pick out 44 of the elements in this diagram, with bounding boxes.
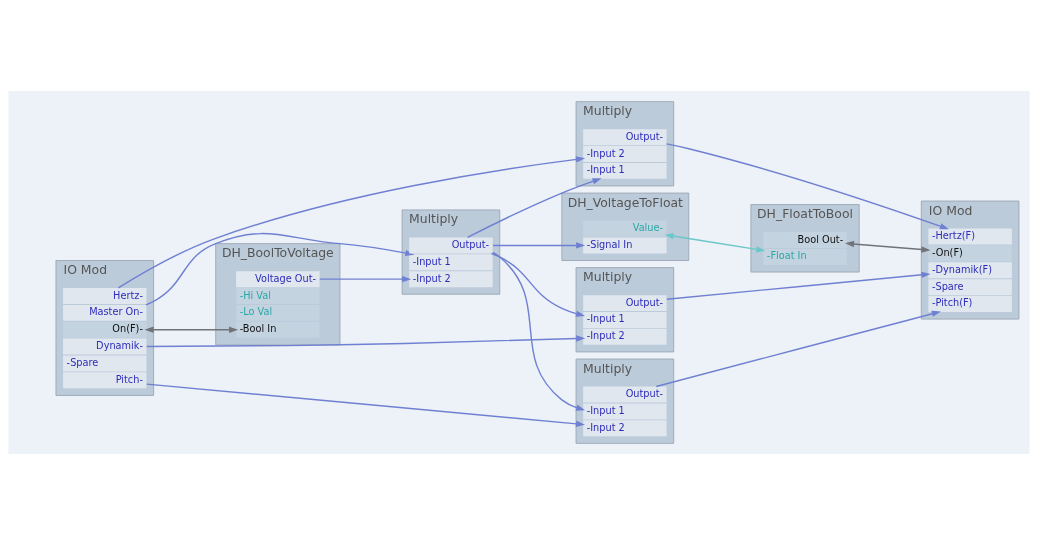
node-box: Output- <box>583 295 667 312</box>
node-box: -Spare <box>928 279 1012 296</box>
node-box: Output- <box>409 237 493 254</box>
node-box: Output- <box>583 129 667 146</box>
node-box: Master On- <box>63 304 147 321</box>
node-box: Value- <box>583 220 667 237</box>
arrow <box>655 310 941 388</box>
node-box: -Input 2 <box>583 328 667 345</box>
node-box: -Input 2 <box>583 146 667 162</box>
arrow <box>490 252 586 317</box>
arrow <box>466 178 602 238</box>
arrow <box>144 326 239 333</box>
node-box: Dynamik- <box>63 338 147 355</box>
node-box: -Input 1 <box>409 254 493 271</box>
node-box: Pitch- <box>63 372 147 389</box>
node-box: -On(F) <box>928 245 1012 262</box>
arrow <box>319 275 412 283</box>
arrow <box>146 383 585 427</box>
arrow <box>664 233 766 253</box>
node-box: On(F)- <box>63 321 147 338</box>
node-box: Voltage Out- <box>236 271 320 288</box>
arrow <box>145 232 415 306</box>
node-box: -Input 1 <box>583 312 667 328</box>
node-box: -Input 1 <box>583 403 667 420</box>
node-box: -Pitch(F) <box>928 296 1012 312</box>
node-box: -Input 2 <box>409 271 493 288</box>
arrow <box>492 251 586 411</box>
node-box: -Input 1 <box>583 162 667 179</box>
node-box: -Spare <box>63 355 147 372</box>
node-box: -Float In <box>763 249 847 265</box>
node-box: Output- <box>583 386 667 403</box>
node-box: -Hi Val <box>236 288 320 304</box>
node-box: -Signal In <box>583 237 667 254</box>
node-box: Hertz- <box>63 288 147 304</box>
arrow <box>665 143 949 230</box>
arrow <box>845 240 931 253</box>
arrow <box>146 335 586 348</box>
node-box: -Dynamik(F) <box>928 262 1012 279</box>
node-box: -Hertz(F) <box>928 228 1012 245</box>
arrow <box>666 271 931 300</box>
arrow <box>492 242 586 249</box>
node-box: Bool Out- <box>763 232 847 249</box>
node-box: -Input 2 <box>583 420 667 437</box>
node-box: -Bool In <box>236 321 320 338</box>
